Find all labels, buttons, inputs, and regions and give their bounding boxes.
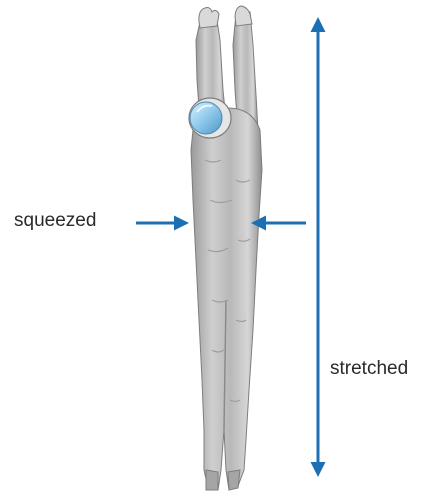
body [191,106,262,490]
helmet-visor-icon [189,98,231,138]
right-glove-icon [235,6,252,26]
boots-icon [206,470,240,490]
squeezed-label: squeezed [14,211,96,230]
left-glove-icon [199,8,219,29]
stretched-astronaut-icon [189,6,262,490]
stretched-label: stretched [330,359,408,378]
